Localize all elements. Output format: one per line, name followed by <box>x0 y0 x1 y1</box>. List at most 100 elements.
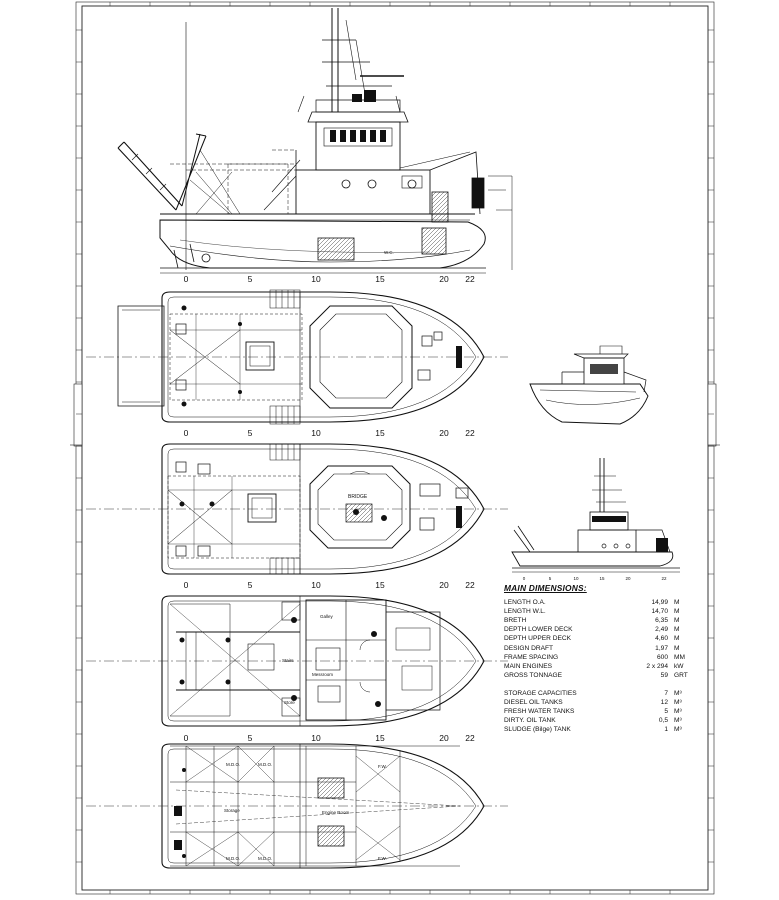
label-mdo-2: M.D.O. <box>258 762 272 767</box>
dimension-label: FRAME SPACING <box>504 653 559 661</box>
frame-number: 0 <box>184 580 189 590</box>
border-ticks <box>76 2 714 894</box>
dimension-value: 1,97 <box>655 644 668 652</box>
dimension-value: 5 <box>664 708 668 716</box>
profile-label-gw: W.C. <box>384 250 394 255</box>
dimension-label: FRESH WATER TANKS <box>504 708 575 716</box>
bulwark-line <box>167 748 477 864</box>
frame-number: 5 <box>248 274 253 284</box>
profile-engines <box>317 177 485 261</box>
label-messroom: Messroom <box>312 672 333 677</box>
label-fw-stbd: F.W. <box>378 856 387 861</box>
dimension-label: DESIGN DRAFT <box>504 644 554 652</box>
dimension-row: DEPTH LOWER DECK 2,49 M <box>504 625 704 634</box>
dimension-label: DIESEL OIL TANKS <box>504 699 563 707</box>
dimension-value: 7 <box>664 689 668 697</box>
dimension-unit: GRT <box>674 671 688 679</box>
dimension-unit: M³ <box>674 726 682 734</box>
dimension-row: DIRTY. OIL TANK 0,5 M³ <box>504 716 704 725</box>
dimension-row: LENGTH O.A. 14,99 M <box>504 598 704 607</box>
frame-number: 15 <box>375 580 385 590</box>
dimension-row: BRETH 6,35 M <box>504 616 704 625</box>
frame-number: 15 <box>375 274 385 284</box>
dimension-label: DEPTH UPPER DECK <box>504 635 572 643</box>
frame-number: 20 <box>439 580 449 590</box>
dimension-label: LENGTH O.A. <box>504 599 546 607</box>
dimension-unit: M <box>674 617 680 625</box>
frame-number: 5 <box>248 580 253 590</box>
small-frame-number: 20 <box>625 576 631 581</box>
dimension-value: 12 <box>660 699 668 707</box>
label-mdo-4: M.D.O. <box>258 856 272 861</box>
bridge-windows <box>330 130 386 142</box>
small-frame-number: 5 <box>549 576 552 581</box>
frame-number: 10 <box>311 733 321 743</box>
dimension-row: FRAME SPACING 600 MM <box>504 653 704 662</box>
dimension-unit: M <box>674 608 680 616</box>
dimension-row: SLUDGE (Bilge) TANK 1 M³ <box>504 725 704 734</box>
frame-number: 20 <box>439 274 449 284</box>
frame-number: 10 <box>311 580 321 590</box>
label-engine-room: Engine Room <box>322 810 350 815</box>
dimension-row: FRESH WATER TANKS 5 M³ <box>504 707 704 716</box>
dimension-row: STORAGE CAPACITIES 7 M³ <box>504 689 704 698</box>
dimension-label: STORAGE CAPACITIES <box>504 689 577 697</box>
dimension-value: 600 <box>656 653 668 661</box>
label-mdo-3: M.D.O. <box>226 856 240 861</box>
dimension-label: DEPTH LOWER DECK <box>504 626 573 634</box>
dimension-unit: M³ <box>674 699 682 707</box>
main-deck-plan: Galley Messroom Store Stairs <box>169 599 441 721</box>
small-frame-number: 22 <box>661 576 667 581</box>
profile-view: W.C. <box>117 8 513 274</box>
dimension-row: DIESEL OIL TANKS 12 M³ <box>504 698 704 707</box>
frame-number: 22 <box>465 733 475 743</box>
dimension-label: SLUDGE (Bilge) TANK <box>504 726 571 734</box>
dimension-unit: M <box>674 599 680 607</box>
frame-number: 15 <box>375 733 385 743</box>
dimension-unit: MM <box>674 653 685 661</box>
dimension-value: 2,49 <box>655 626 668 634</box>
frame-number: 5 <box>248 428 253 438</box>
boat-deck-plan <box>117 289 462 425</box>
frame-number: 15 <box>375 428 385 438</box>
perspective-view <box>529 345 649 425</box>
label-stairs: Stairs <box>282 658 294 663</box>
dimension-unit: M³ <box>674 708 682 716</box>
frame-number: 0 <box>184 733 189 743</box>
frame-number: 10 <box>311 428 321 438</box>
label-storage: Storage <box>224 808 240 813</box>
dimension-label: DIRTY. OIL TANK <box>504 717 556 725</box>
dimension-unit: M <box>674 635 680 643</box>
dimension-value: 4,60 <box>655 635 668 643</box>
bulwark-line <box>167 600 477 722</box>
frame-number: 20 <box>439 733 449 743</box>
small-frame-number: 10 <box>573 576 579 581</box>
dimension-value: 14,70 <box>651 608 668 616</box>
dimension-value: 1 <box>664 726 668 734</box>
main-dimensions-title: MAIN DIMENSIONS: <box>504 583 587 593</box>
sheet-border <box>70 1 720 895</box>
frame-number: 5 <box>248 733 253 743</box>
dimension-row: DESIGN DRAFT 1,97 M <box>504 644 704 653</box>
tank-deck-plan: Storage Engine Room F.W. F.W. M.D.O. M.D… <box>170 745 461 867</box>
label-fw-port: F.W. <box>378 764 387 769</box>
frame-number: 0 <box>184 274 189 284</box>
bulwark-line <box>167 296 477 418</box>
dimension-unit: M <box>674 644 680 652</box>
label-store: Store <box>284 700 295 705</box>
dimension-value: 0,5 <box>658 717 668 725</box>
dimension-unit: M³ <box>674 689 682 697</box>
dimension-value: 6,35 <box>655 617 668 625</box>
dimension-value: 14,99 <box>651 599 668 607</box>
dimension-value: 59 <box>660 671 668 679</box>
dimension-unit: M <box>674 626 680 634</box>
dimension-label: BRETH <box>504 617 527 625</box>
dimension-unit: M³ <box>674 717 682 725</box>
table-gap <box>504 680 704 689</box>
